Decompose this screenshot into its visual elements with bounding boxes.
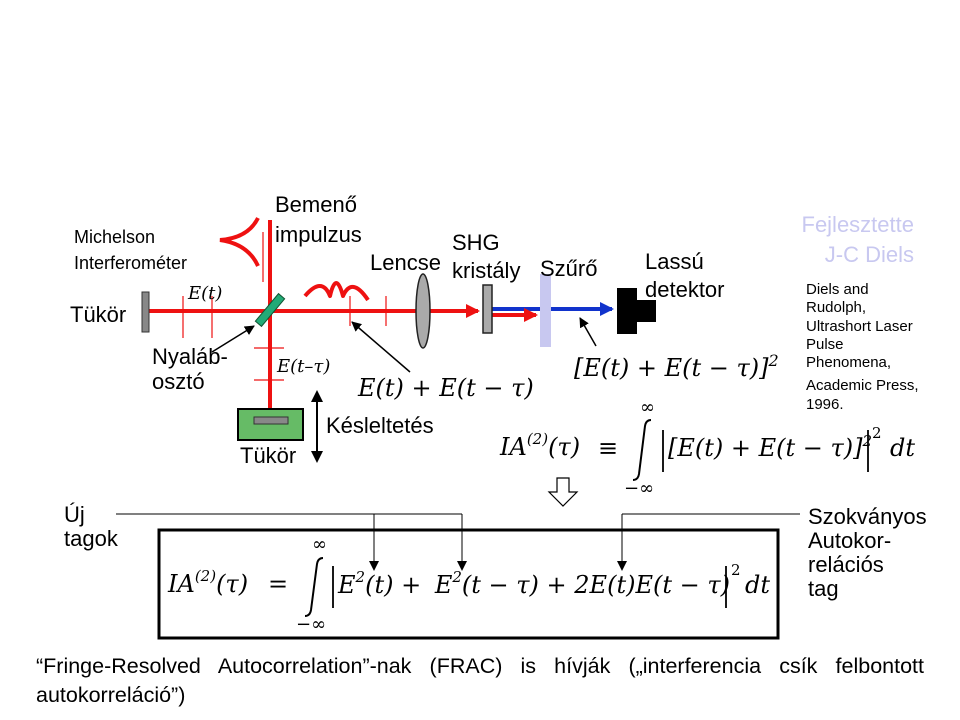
standard-term-callout: [617, 513, 800, 571]
eq1-ia-name: IA: [499, 433, 527, 461]
bottom-mirror-label: Tükör: [240, 443, 296, 468]
beamsplitter: [254, 292, 286, 328]
eq2-lower: −∞: [296, 614, 326, 635]
field-e-t: E(t): [187, 283, 222, 304]
reference-line: Academic Press,: [806, 377, 919, 394]
eq2-ia: IA(2)(τ): [167, 567, 248, 598]
delay-arrow-head-up: [311, 390, 323, 402]
eq2-ia-arg: (τ): [216, 570, 248, 598]
reference-line: Pulse: [806, 336, 844, 353]
beamsplitter-pointer: [211, 325, 255, 353]
shg-label-2: kristály: [452, 258, 520, 283]
implies-arrow: [547, 477, 579, 507]
delay-arrow-head-down: [311, 451, 323, 463]
delay-label: Késleltetés: [326, 413, 434, 438]
eq1-integrand-power: 2: [862, 432, 873, 450]
eq2-upper: ∞: [312, 534, 327, 555]
eq1-integrand: [E(t) + E(t − τ)]2: [668, 432, 872, 462]
developed-by-label-1: Fejlesztette: [802, 212, 915, 237]
standard-term-label-4: tag: [808, 576, 839, 601]
eq1-integrand-base: [E(t) + E(t − τ)]: [668, 434, 863, 462]
equation-box: [157, 528, 780, 640]
eq2-dt: dt: [745, 571, 770, 599]
lens: [415, 273, 431, 349]
equation-definition: IA(2)(τ) ≡ ∞ −∞ [E(t) + E(t − τ)]2 2 dt: [499, 397, 915, 499]
left-mirror: [141, 291, 150, 333]
standard-term-label-2: Autokor-: [808, 528, 891, 553]
shg-crystal: [482, 284, 493, 334]
pulse-train: [303, 281, 370, 302]
field-e-t-tau: E(t–τ): [276, 356, 330, 377]
detector-label-1: Lassú: [645, 249, 704, 274]
eq1-ia-arg: (τ): [548, 433, 580, 461]
sum-field-expression: E(t) + E(t − τ): [357, 374, 534, 402]
shg-label-1: SHG: [452, 230, 500, 255]
caption: “Fringe-Resolved Autocorrelation”-nak (F…: [36, 654, 924, 707]
input-pulse-label-2: impulzus: [275, 222, 362, 247]
eq2-term-a: E: [337, 571, 356, 599]
new-terms-label-2: tagok: [64, 526, 119, 551]
reference-line: Ultrashort Laser: [806, 318, 913, 335]
eq1-abs-power: 2: [872, 424, 882, 442]
input-pulse-label-1: Bemenő: [275, 192, 357, 217]
new-terms-callout: [116, 513, 467, 571]
eq1-dt: dt: [890, 434, 915, 462]
beamsplitter-label-2: osztó: [152, 369, 205, 394]
developed-by-label-2: J-C Diels: [825, 242, 914, 267]
left-mirror-label: Tükör: [70, 302, 126, 327]
bottom-mirror: [253, 416, 289, 425]
eq2-integrand: E2(t) + E2(t − τ) + 2E(t)E(t − τ): [337, 568, 730, 599]
eq2-equals: =: [268, 570, 288, 598]
eq1-upper: ∞: [640, 397, 655, 418]
standard-term-label-1: Szokványos: [808, 504, 927, 529]
eq2-abs-power: 2: [731, 561, 741, 579]
michelson-label-1: Michelson: [74, 227, 155, 247]
reference-line: Diels and: [806, 281, 869, 298]
detector-label-2: detektor: [645, 277, 725, 302]
intensity-expression: [E(t) + E(t − τ)]2: [574, 351, 779, 382]
eq2-term-b-arg: (t − τ) + 2E(t)E(t − τ): [462, 571, 730, 599]
michelson-label-2: Interferométer: [74, 253, 187, 273]
eq2-ia-name: IA: [167, 570, 195, 598]
eq2-integral-sign: [304, 557, 324, 617]
eq1-lower: −∞: [624, 478, 654, 499]
sum-field-pointer: [351, 321, 411, 373]
eq1-ia: IA(2)(τ): [499, 430, 580, 461]
eq2-term-b-power: 2: [451, 568, 462, 586]
beamsplitter-label-1: Nyaláb-: [152, 344, 228, 369]
intensity-power: 2: [768, 351, 779, 370]
equation-expanded: IA(2)(τ) = ∞ −∞ E2(t) + E2(t − τ) + 2E(t…: [167, 534, 770, 635]
filter: [540, 274, 551, 347]
lens-label: Lencse: [370, 250, 441, 275]
eq2-term-a-arg: (t) +: [365, 571, 421, 599]
eq2-term-a-power: 2: [355, 568, 366, 586]
eq1-ia-order: (2): [527, 430, 548, 448]
eq2-ia-order: (2): [195, 567, 216, 585]
standard-term-label-3: relációs: [808, 552, 884, 577]
reference-line: 1996.: [806, 396, 844, 413]
new-terms-label-1: Új: [64, 502, 85, 527]
intensity-base: [E(t) + E(t − τ)]: [574, 354, 769, 382]
reference-line: Phenomena,: [806, 354, 891, 371]
reference-line: Rudolph,: [806, 299, 866, 316]
filter-label: Szűrő: [540, 256, 597, 281]
input-pulse-curve: [219, 217, 260, 267]
wavefront-ticks: [182, 232, 387, 381]
eq2-term-b: E: [434, 571, 453, 599]
eq1-integral-sign: [632, 419, 652, 481]
slow-detector: [617, 288, 656, 334]
reference: Diels and Rudolph, Ultrashort Laser Puls…: [806, 281, 919, 413]
intensity-pointer: [579, 317, 597, 347]
eq1-equiv: ≡: [598, 434, 618, 462]
